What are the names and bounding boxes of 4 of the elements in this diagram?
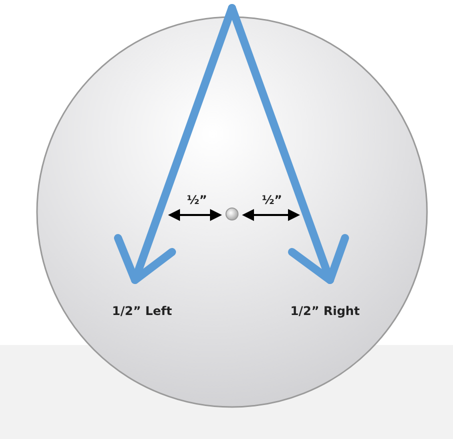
dimension-label: ½” xyxy=(262,193,282,207)
direction-label: 1/2” Left xyxy=(112,304,172,318)
dimension-label: ½” xyxy=(186,193,208,207)
direction-label: 1/2” Right xyxy=(290,304,360,318)
